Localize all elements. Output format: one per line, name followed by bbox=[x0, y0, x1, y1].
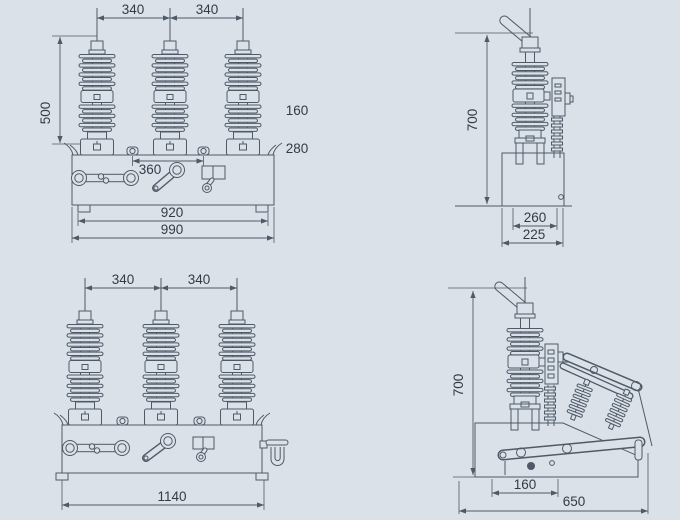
hanging-insulator-1 bbox=[564, 375, 596, 423]
lifting-hook-left bbox=[53, 412, 64, 426]
dim-label-500: 500 bbox=[38, 102, 53, 125]
dim-label-160-bottom: 160 bbox=[514, 477, 537, 492]
insulator-pole-3 bbox=[224, 40, 262, 156]
dim-label-160: 160 bbox=[286, 103, 309, 118]
dim-label-700-top: 700 bbox=[465, 109, 480, 132]
foot-right bbox=[255, 472, 269, 481]
dim-990: 990 bbox=[71, 207, 275, 243]
operating-rod-side bbox=[544, 385, 556, 426]
insulator-pole-2 bbox=[142, 310, 180, 426]
dim-label-700-bottom: 700 bbox=[451, 374, 466, 397]
lug-tab bbox=[116, 416, 129, 426]
lug-tab bbox=[126, 146, 139, 156]
dim-label-360: 360 bbox=[139, 162, 162, 177]
dim-920: 920 bbox=[77, 205, 269, 226]
dim-1140: 1140 bbox=[61, 480, 265, 510]
side-view-bottom: 700 160 650 bbox=[448, 277, 653, 514]
front-view-top: 340 340 500 160 280 360 920 bbox=[38, 2, 308, 243]
dim-label-225: 225 bbox=[523, 227, 546, 242]
insulator-pole-1 bbox=[78, 40, 116, 156]
lug-tab bbox=[193, 416, 206, 426]
lifting-hook-right bbox=[272, 142, 283, 156]
lug-tab bbox=[197, 146, 210, 156]
lifting-hook-right bbox=[260, 412, 271, 426]
foot-right bbox=[255, 204, 269, 213]
mechanism-tank-side bbox=[501, 152, 565, 207]
dim-500: 500 bbox=[38, 35, 97, 145]
dim-label-650: 650 bbox=[563, 494, 586, 509]
foot-left bbox=[55, 472, 69, 481]
operating-rod-side bbox=[551, 116, 563, 158]
dim-260: 260 bbox=[512, 208, 558, 230]
dim-label-260: 260 bbox=[524, 210, 547, 225]
dim-650: 650 bbox=[458, 453, 649, 514]
side-view-top: 700 260 225 bbox=[455, 8, 574, 247]
dim-label-340-left: 340 bbox=[112, 272, 135, 287]
control-box-side bbox=[551, 77, 574, 117]
control-box-side bbox=[544, 343, 559, 385]
dim-700-top: 700 bbox=[455, 32, 533, 204]
dim-label-1140: 1140 bbox=[157, 489, 186, 504]
front-view-bottom: 340 340 1140 bbox=[53, 272, 289, 510]
dim-label-280: 280 bbox=[286, 141, 309, 156]
dim-225: 225 bbox=[501, 208, 564, 247]
insulator-pole-side bbox=[492, 279, 546, 431]
insulator-pole-side bbox=[497, 13, 551, 165]
dim-label-340-right: 340 bbox=[188, 272, 211, 287]
dim-340-right: 340 bbox=[170, 2, 243, 21]
foot-left bbox=[77, 204, 91, 213]
operating-linkage bbox=[62, 433, 215, 462]
dim-360: 360 bbox=[132, 156, 204, 177]
dim-label-340-left: 340 bbox=[122, 2, 145, 17]
isolating-arm bbox=[557, 351, 653, 447]
lifting-hook-left bbox=[63, 142, 74, 156]
lever-bar bbox=[497, 436, 646, 475]
dim-160: 160 bbox=[491, 477, 559, 497]
insulator-pole-3 bbox=[218, 310, 256, 426]
pivot-point bbox=[527, 462, 535, 470]
dim-340-left: 340 bbox=[97, 2, 170, 21]
insulator-pole-1 bbox=[66, 310, 104, 426]
latch-shackle bbox=[259, 439, 289, 466]
operating-linkage bbox=[71, 162, 226, 193]
dim-700-bottom: 700 bbox=[448, 287, 527, 478]
dim-340-left: 340 bbox=[85, 272, 161, 291]
insulator-pole-2 bbox=[151, 40, 189, 156]
dim-340-right: 340 bbox=[161, 272, 237, 291]
dim-label-340-right: 340 bbox=[196, 2, 219, 17]
dim-label-920: 920 bbox=[161, 205, 184, 220]
dim-label-990: 990 bbox=[161, 222, 184, 237]
